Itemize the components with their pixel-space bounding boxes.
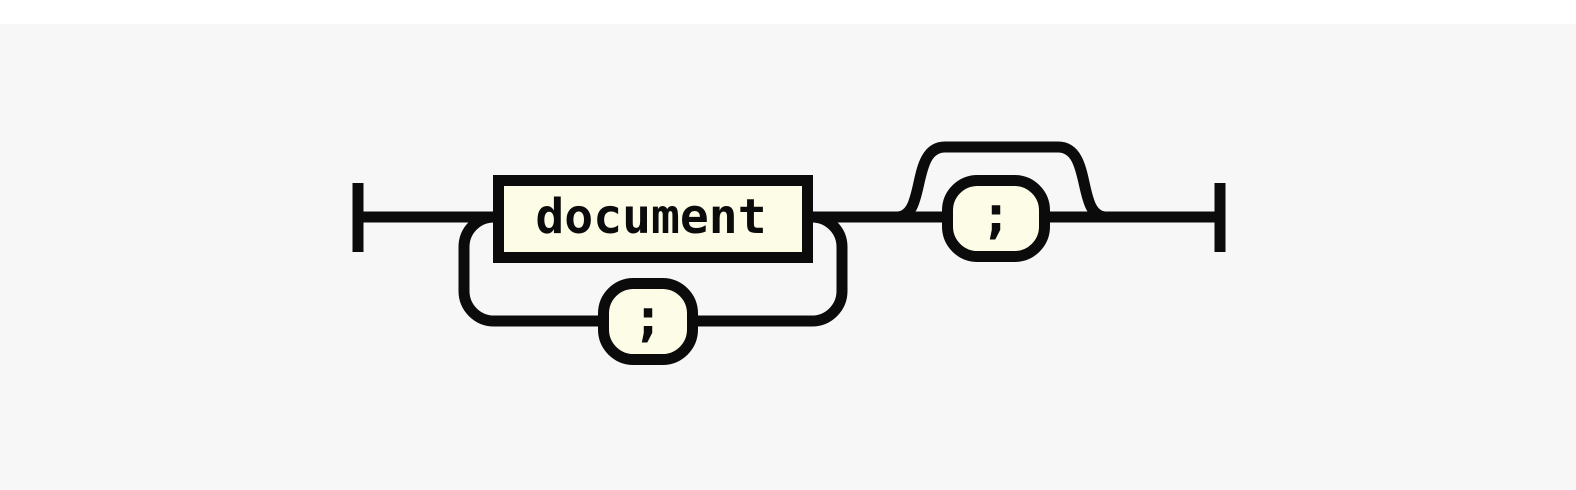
nonterminal-document-label: document (535, 189, 766, 245)
railroad-diagram: document ; ; (352, 141, 1226, 365)
nonterminal-document-box[interactable] (493, 175, 813, 263)
terminal-semicolon-optional-label: ; (980, 185, 1011, 245)
terminal-semicolon-optional: ; (942, 175, 1050, 262)
nonterminal-document[interactable]: document (493, 175, 813, 263)
optional-bypass-path (895, 141, 1108, 223)
terminal-semicolon-separator: ; (598, 278, 698, 365)
diagram-canvas: document ; ; (0, 24, 1576, 490)
top-strip (0, 0, 1576, 24)
terminal-semicolon-separator-box (598, 278, 698, 365)
terminal-semicolon-optional-box (942, 175, 1050, 262)
terminal-semicolon-separator-label: ; (632, 288, 663, 348)
